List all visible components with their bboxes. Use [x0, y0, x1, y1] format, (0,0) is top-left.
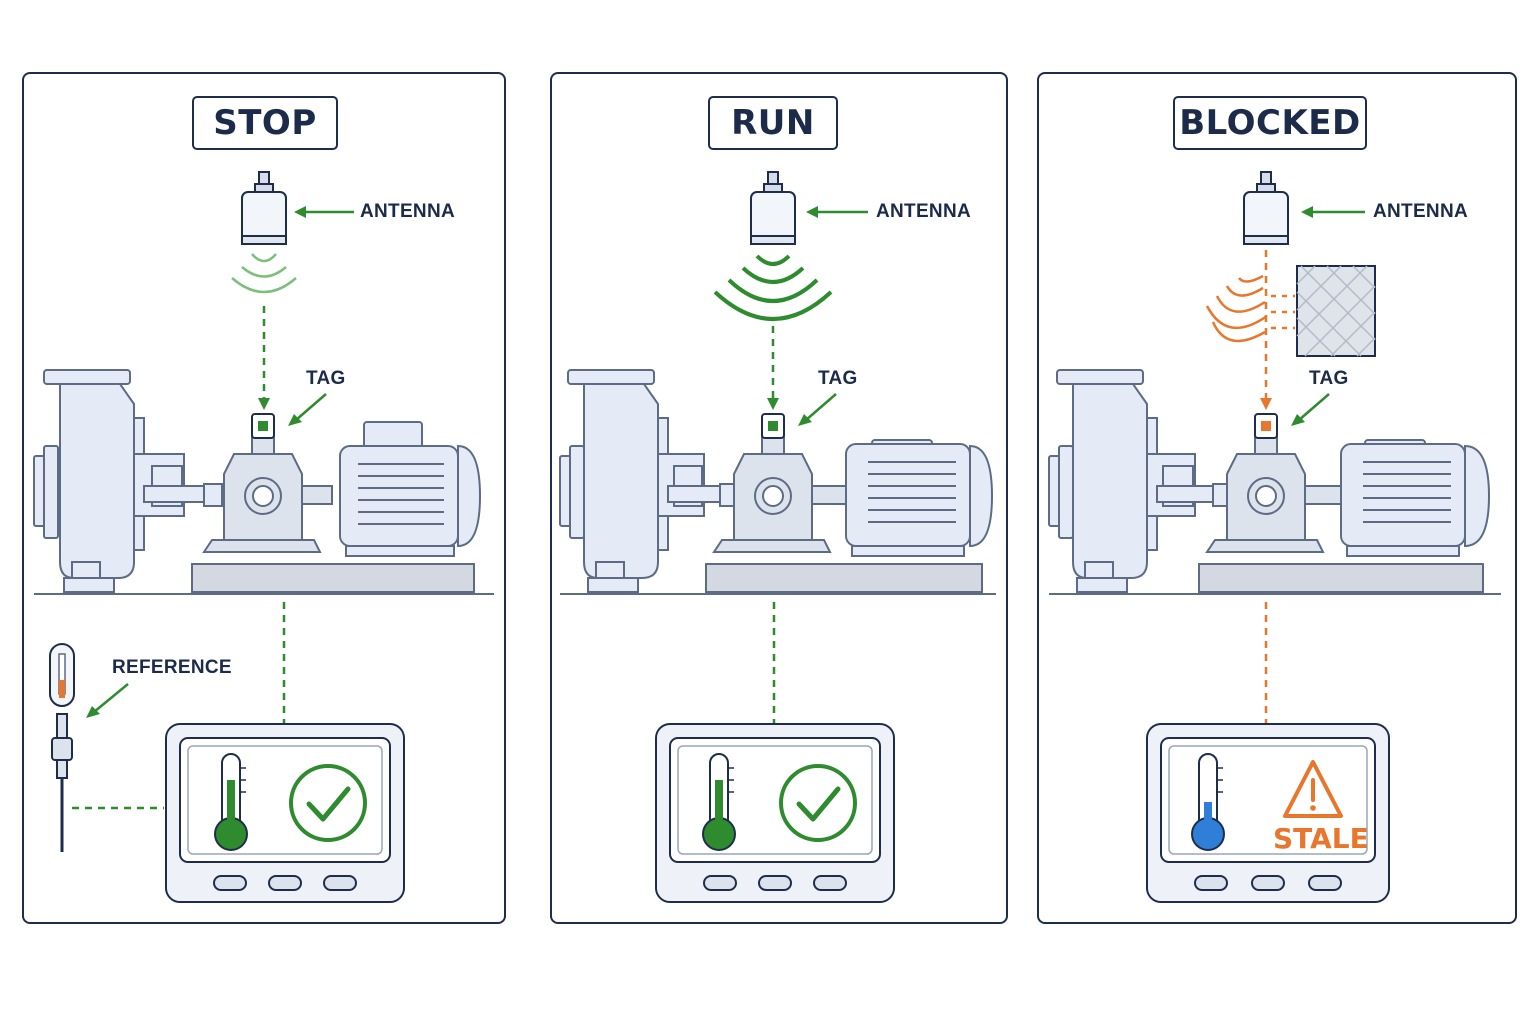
signal-waves-strong: [713, 254, 833, 321]
obstruction-block: [1296, 265, 1376, 357]
monitor-display: [1146, 723, 1390, 903]
reference-label: REFERENCE: [112, 657, 232, 678]
pump-icon: [33, 369, 225, 593]
reference-thermometer-icon: [49, 643, 75, 852]
antenna-label: ANTENNA: [360, 201, 455, 222]
pump-diagram: [33, 171, 494, 903]
state-title: STOP: [192, 96, 338, 150]
monitor-display: [655, 723, 895, 903]
thermometer-icon: [214, 753, 248, 851]
tag-label: TAG: [818, 368, 858, 389]
antenna-pointer-arrow: [294, 206, 354, 218]
tag-status-led: [768, 421, 778, 431]
tag-status-led: [1261, 421, 1271, 431]
bearing-housing: [712, 427, 849, 553]
baseplate: [191, 563, 475, 593]
baseplate: [1198, 563, 1484, 593]
bearing-housing: [202, 427, 333, 553]
state-title: BLOCKED: [1173, 96, 1367, 150]
tag-pointer-arrow: [798, 393, 837, 426]
monitor-display: [165, 723, 405, 903]
antenna-label: ANTENNA: [1373, 201, 1468, 222]
pump-icon: [559, 369, 741, 593]
signal-waves-blocked: [1205, 274, 1268, 343]
baseplate: [705, 563, 983, 593]
pump-diagram: [559, 171, 996, 903]
antenna-pointer-arrow: [1301, 206, 1365, 218]
tag-pointer-arrow: [288, 393, 327, 426]
thermometer-icon: [1191, 753, 1225, 851]
antenna-icon: [750, 171, 796, 245]
thermometer-icon: [702, 753, 736, 851]
tag-label: TAG: [1309, 368, 1349, 389]
motor-icon: [845, 439, 994, 557]
tag-status-led: [258, 421, 268, 431]
panel-run: RUN: [550, 72, 1008, 924]
pump-diagram: [1048, 171, 1501, 903]
stale-status-text: STALE: [1273, 822, 1369, 855]
antenna-pointer-arrow: [806, 206, 868, 218]
state-title: RUN: [708, 96, 838, 150]
check-circle-icon: [779, 764, 857, 842]
warning-triangle-icon: [1283, 760, 1343, 818]
antenna-label: ANTENNA: [876, 201, 971, 222]
tag-pointer-arrow: [1291, 393, 1330, 426]
signal-waves-weak: [231, 253, 297, 294]
reference-pointer-arrow: [86, 683, 129, 718]
bearing-housing: [1205, 427, 1346, 553]
motor-icon: [1340, 439, 1491, 557]
antenna-icon: [1243, 171, 1289, 245]
check-circle-icon: [289, 764, 367, 842]
motor-icon: [339, 421, 482, 557]
tag-label: TAG: [306, 368, 346, 389]
panel-blocked: BLOCKED: [1037, 72, 1517, 924]
pump-icon: [1048, 369, 1234, 593]
antenna-icon: [241, 171, 287, 245]
panel-stop: STOP: [22, 72, 506, 924]
